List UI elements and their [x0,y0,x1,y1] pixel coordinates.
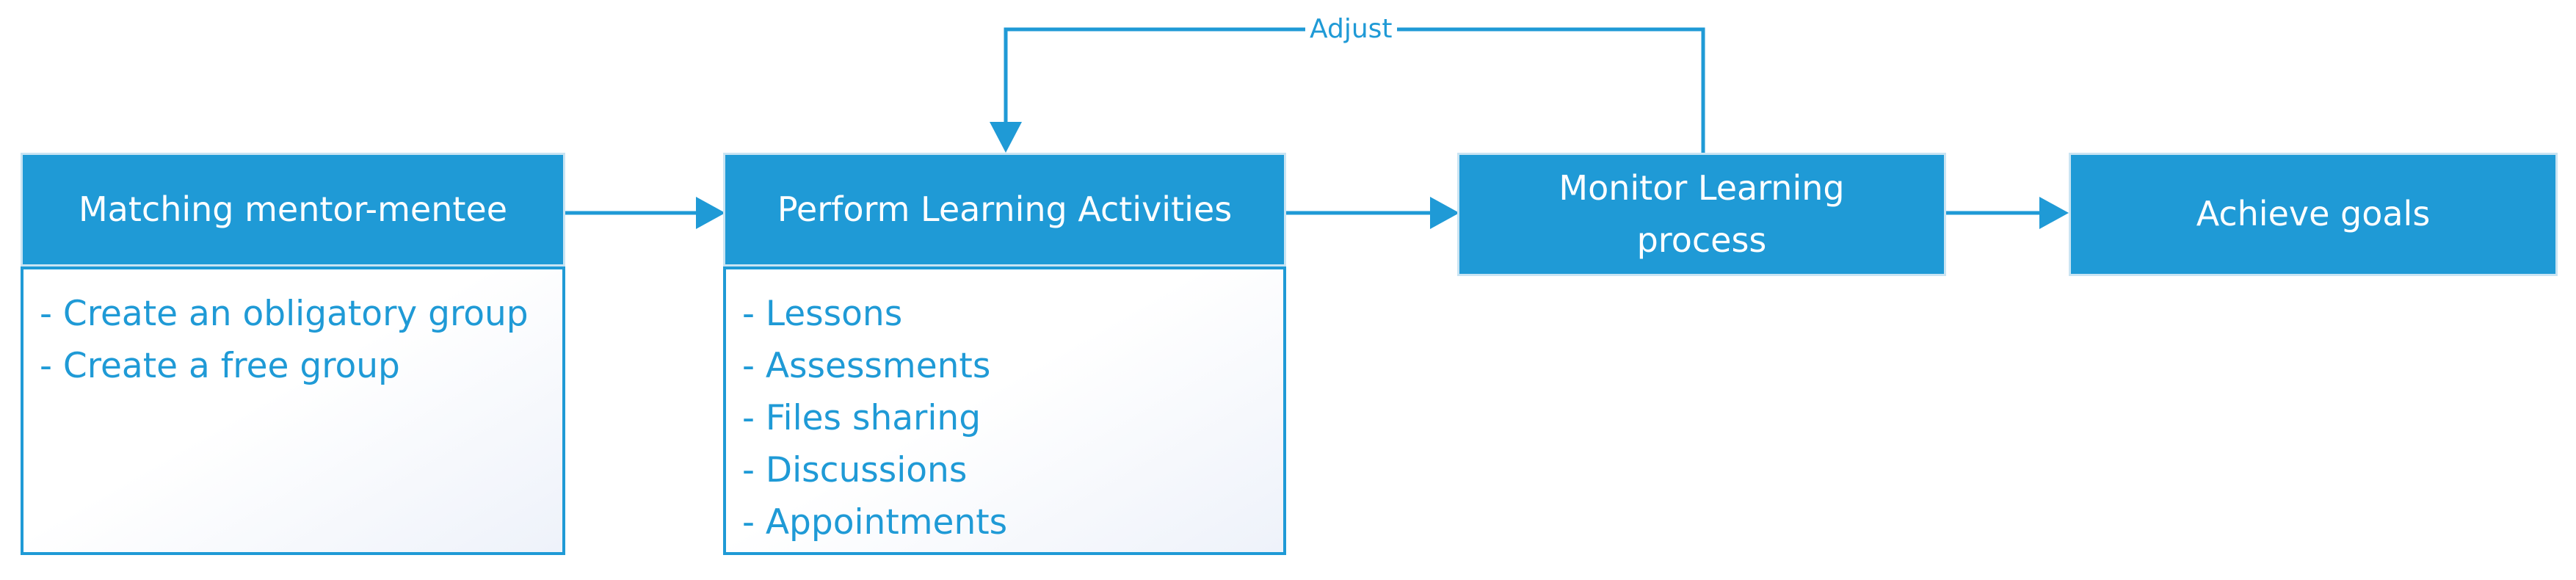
monitor-node-title-line2: process [1636,220,1767,260]
activity-item: - Discussions [742,450,968,490]
arrow-monitor-to-achieve [1946,197,2069,229]
adjust-label: Adjust [1305,13,1397,46]
match-node: Matching mentor-mentee [21,153,565,267]
activity-item: - Assessments [742,346,991,386]
match-node-title: Matching mentor-mentee [78,189,508,229]
match-task-item: - Create an obligatory group [40,294,529,334]
achieve-node-title: Achieve goals [2196,194,2431,234]
match-tasks-list: - Create an obligatory group - Create a … [21,267,565,555]
activity-item: - Appointments [742,502,1008,543]
arrow-feedback-adjust [990,27,1705,153]
achieve-node: Achieve goals [2069,153,2558,276]
arrow-match-to-perform [564,197,725,229]
perform-node: Perform Learning Activities [723,153,1286,267]
activity-item: - Files sharing [742,398,982,438]
activity-item: - Lessons [742,294,903,334]
perform-node-title: Perform Learning Activities [777,189,1233,229]
match-task-item: - Create a free group [40,346,400,386]
monitor-node-title-line1: Monitor Learning [1559,167,1845,208]
arrow-perform-to-monitor [1286,197,1459,229]
monitor-node: Monitor Learning process [1457,153,1946,276]
activities-list: - Lessons - Assessments - Files sharing … [723,267,1286,555]
